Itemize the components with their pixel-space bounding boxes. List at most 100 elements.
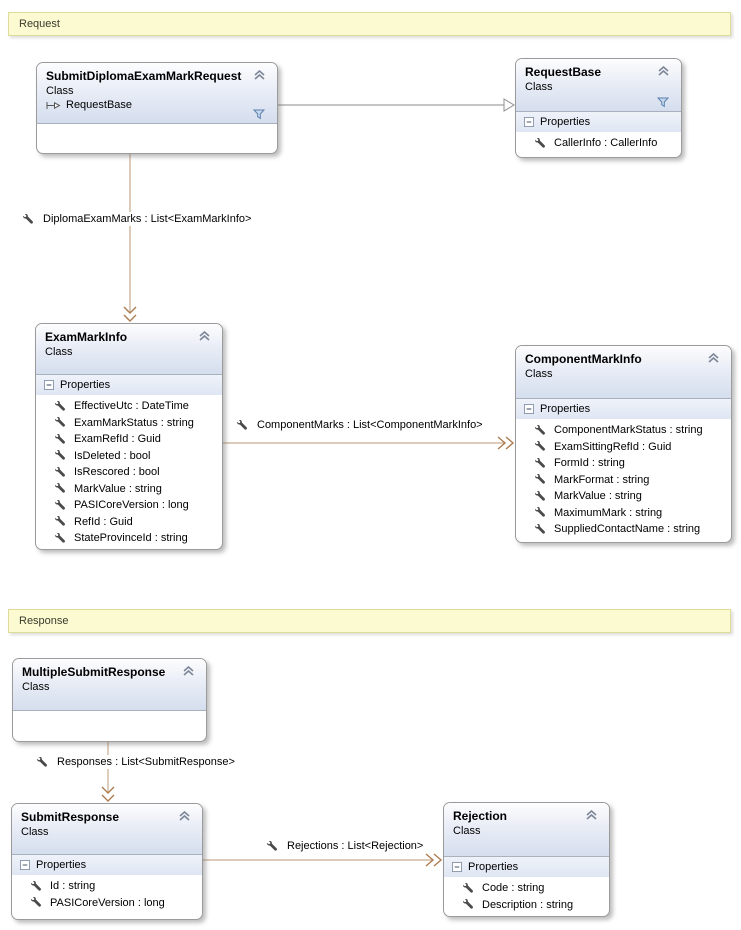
class-title: RequestBase	[525, 65, 602, 79]
property-text: ExamRefId : Guid	[74, 433, 161, 446]
property-row[interactable]: EffectiveUtc : DateTime	[36, 398, 222, 415]
property-text: ComponentMarkStatus : string	[554, 424, 703, 437]
class-header: SubmitDiplomaExamMarkRequest Class Reque…	[37, 63, 277, 124]
property-row[interactable]: IsRescored : bool	[36, 464, 222, 481]
request-section-banner[interactable]: Request	[8, 12, 731, 36]
class-exam-mark-info[interactable]: ExamMarkInfo Class Properties EffectiveU…	[35, 323, 223, 550]
filter-icon[interactable]	[656, 97, 670, 108]
wrench-icon	[37, 756, 48, 768]
inheritance-connector[interactable]	[278, 98, 515, 112]
wrench-icon	[55, 400, 66, 412]
properties-label: Properties	[60, 379, 111, 391]
class-multiple-submit-response[interactable]: MultipleSubmitResponse Class	[12, 658, 207, 742]
property-text: ExamSittingRefId : Guid	[554, 440, 672, 453]
property-row[interactable]: CallerInfo : CallerInfo	[516, 135, 681, 152]
property-row[interactable]: Id : string	[12, 878, 202, 895]
inheritance-icon	[46, 101, 61, 110]
wrench-icon	[55, 433, 66, 445]
properties-list: CallerInfo : CallerInfo	[516, 132, 681, 152]
properties-compartment-header[interactable]: Properties	[36, 375, 222, 395]
association-label-diploma-exam-marks[interactable]: DiplomaExamMarks : List<ExamMarkInfo>	[21, 212, 254, 226]
class-request-base[interactable]: RequestBase Class Properties CallerInfo …	[515, 58, 682, 158]
collapse-chevron-icon[interactable]	[585, 809, 598, 820]
collapse-minus-icon[interactable]	[44, 380, 54, 390]
properties-compartment-header[interactable]: Properties	[12, 855, 202, 875]
property-row[interactable]: ExamSittingRefId : Guid	[516, 439, 731, 456]
class-kind: Class	[453, 825, 481, 837]
collapse-chevron-icon[interactable]	[198, 330, 211, 341]
collapse-chevron-icon[interactable]	[178, 810, 191, 821]
collapse-chevron-icon[interactable]	[253, 69, 266, 80]
property-text: MarkValue : string	[554, 490, 642, 503]
property-row[interactable]: Description : string	[444, 897, 609, 914]
wrench-icon	[463, 882, 474, 894]
property-row[interactable]: PASICoreVersion : long	[36, 497, 222, 514]
wrench-icon	[55, 450, 66, 461]
properties-list: EffectiveUtc : DateTime ExamMarkStatus :…	[36, 395, 222, 547]
property-row[interactable]: PASICoreVersion : long	[12, 895, 202, 912]
property-row[interactable]: MarkValue : string	[516, 488, 731, 505]
wrench-icon	[535, 490, 546, 502]
association-component-marks[interactable]	[223, 436, 515, 450]
class-submit-diploma-exam-mark-request[interactable]: SubmitDiplomaExamMarkRequest Class Reque…	[36, 62, 278, 154]
property-text: SuppliedContactName : string	[554, 523, 701, 536]
property-row[interactable]: ExamMarkStatus : string	[36, 415, 222, 432]
class-header: Rejection Class	[444, 803, 609, 857]
wrench-icon	[55, 466, 66, 478]
properties-compartment-header[interactable]: Properties	[444, 857, 609, 877]
property-row[interactable]: IsDeleted : bool	[36, 448, 222, 465]
collapse-minus-icon[interactable]	[524, 404, 534, 414]
wrench-icon	[535, 474, 546, 485]
association-label-responses[interactable]: Responses : List<SubmitResponse>	[35, 755, 237, 769]
wrench-icon	[463, 899, 474, 910]
properties-list: Id : string PASICoreVersion : long	[12, 875, 202, 911]
property-text: RefId : Guid	[74, 515, 133, 528]
property-text: Id : string	[50, 880, 96, 893]
wrench-icon	[55, 532, 66, 544]
wrench-icon	[23, 213, 34, 225]
properties-compartment-header[interactable]: Properties	[516, 399, 731, 419]
property-row[interactable]: Code : string	[444, 880, 609, 897]
collapse-chevron-icon[interactable]	[182, 665, 195, 676]
property-row[interactable]: MarkFormat : string	[516, 472, 731, 489]
collapse-chevron-icon[interactable]	[707, 352, 720, 363]
properties-compartment-header[interactable]: Properties	[516, 112, 681, 132]
collapse-chevron-icon[interactable]	[657, 65, 670, 76]
collapse-minus-icon[interactable]	[452, 862, 462, 872]
property-text: Description : string	[482, 898, 574, 911]
property-text: CallerInfo : CallerInfo	[554, 137, 658, 150]
property-row[interactable]: MaximumMark : string	[516, 505, 731, 522]
collapse-minus-icon[interactable]	[20, 860, 30, 870]
association-responses[interactable]	[101, 742, 115, 802]
response-section-banner[interactable]: Response	[8, 609, 731, 633]
property-row[interactable]: RefId : Guid	[36, 514, 222, 531]
response-section-label: Response	[19, 615, 69, 627]
class-kind: Class	[21, 826, 49, 838]
property-row[interactable]: ComponentMarkStatus : string	[516, 422, 731, 439]
class-submit-response[interactable]: SubmitResponse Class Properties Id : str…	[11, 803, 203, 920]
property-row[interactable]: ExamRefId : Guid	[36, 431, 222, 448]
properties-list: ComponentMarkStatus : string ExamSitting…	[516, 419, 731, 538]
property-text: MaximumMark : string	[554, 506, 663, 519]
association-label-rejections[interactable]: Rejections : List<Rejection>	[265, 839, 426, 853]
association-diploma-exam-marks[interactable]	[123, 154, 137, 322]
class-header: ExamMarkInfo Class	[36, 324, 222, 375]
class-title: ComponentMarkInfo	[525, 352, 642, 366]
property-text: StateProvinceId : string	[74, 532, 188, 545]
filter-icon[interactable]	[252, 109, 266, 120]
class-component-mark-info[interactable]: ComponentMarkInfo Class Properties Compo…	[515, 345, 732, 543]
association-label-component-marks[interactable]: ComponentMarks : List<ComponentMarkInfo>	[235, 418, 485, 432]
class-rejection[interactable]: Rejection Class Properties Code : string…	[443, 802, 610, 917]
property-text: ExamMarkStatus : string	[74, 416, 194, 429]
collapse-minus-icon[interactable]	[524, 117, 534, 127]
association-label-text: ComponentMarks : List<ComponentMarkInfo>	[257, 419, 483, 431]
properties-label: Properties	[540, 403, 591, 415]
association-rejections[interactable]	[203, 853, 443, 867]
property-row[interactable]: MarkValue : string	[36, 481, 222, 498]
property-row[interactable]: StateProvinceId : string	[36, 530, 222, 547]
properties-label: Properties	[36, 859, 87, 871]
wrench-icon	[535, 507, 546, 518]
property-row[interactable]: FormId : string	[516, 455, 731, 472]
wrench-icon	[55, 516, 66, 527]
property-row[interactable]: SuppliedContactName : string	[516, 521, 731, 538]
